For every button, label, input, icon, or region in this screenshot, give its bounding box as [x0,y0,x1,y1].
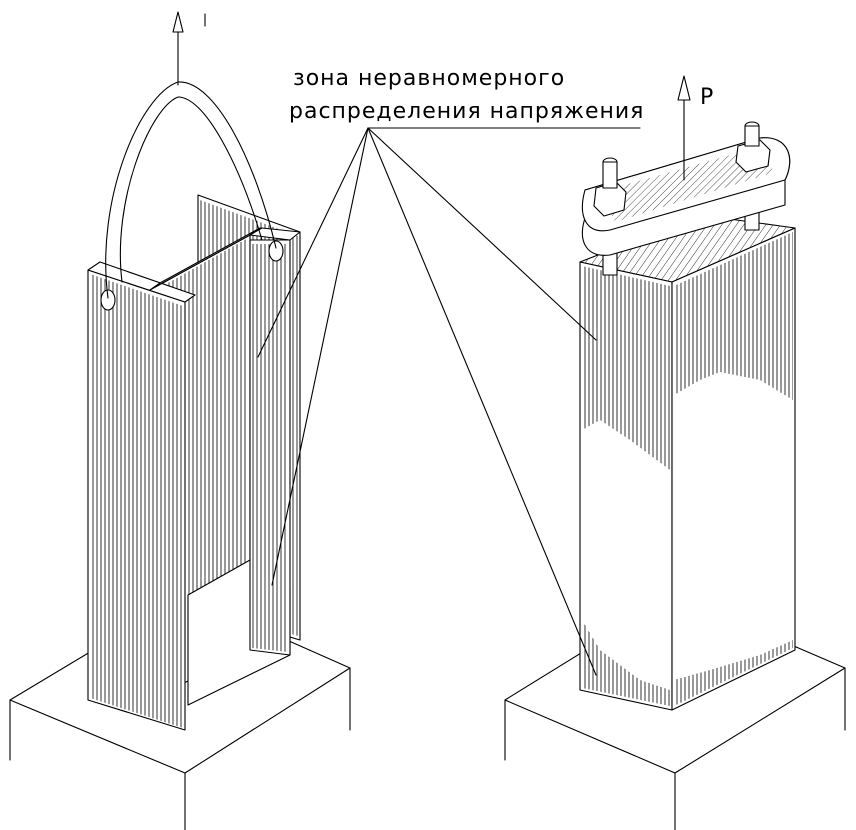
right-force-arrow [677,75,691,181]
right-rect-column [579,214,796,711]
force-label: P [700,85,714,110]
annotation-line-1: зона неравномерного [293,66,565,91]
left-channel-column [87,194,301,731]
annotation-leaders [257,127,641,676]
clamp-plate [581,121,791,276]
left-force-arrow [172,11,206,86]
annotation-line-2: распределения напряжения [289,99,644,124]
